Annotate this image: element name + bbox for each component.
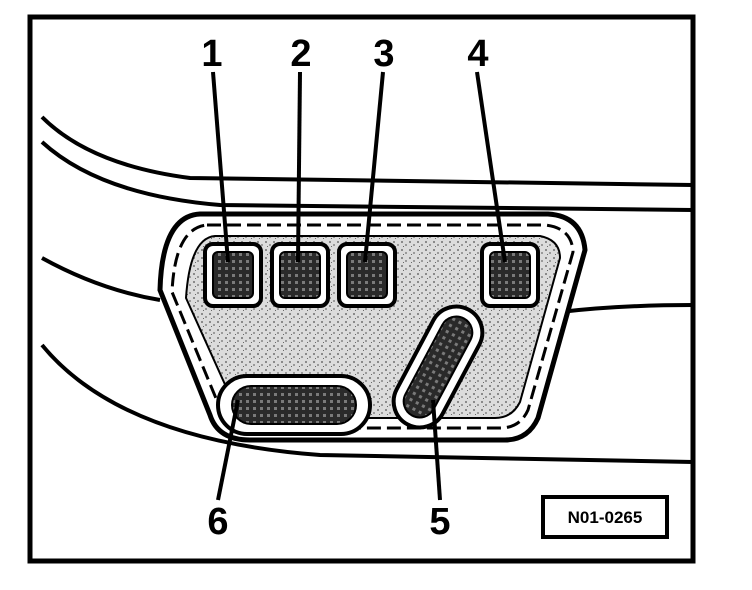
reference-code-box: N01-0265 [541,495,669,539]
button-4[interactable] [480,242,540,308]
button-1[interactable] [203,242,263,308]
reference-code: N01-0265 [568,508,643,527]
callout-6: 6 [207,501,228,543]
callout-4: 4 [467,33,488,75]
rocker-switch-6[interactable] [216,374,372,436]
roller-switch-5[interactable] [385,297,492,436]
callout-2: 2 [290,33,311,75]
callout-1: 1 [201,33,222,75]
callout-leader-lines [211,71,507,501]
dashboard-contour-lines [40,115,694,464]
diagram-frame [27,14,696,564]
callout-3: 3 [373,33,394,75]
callout-5: 5 [429,501,450,543]
